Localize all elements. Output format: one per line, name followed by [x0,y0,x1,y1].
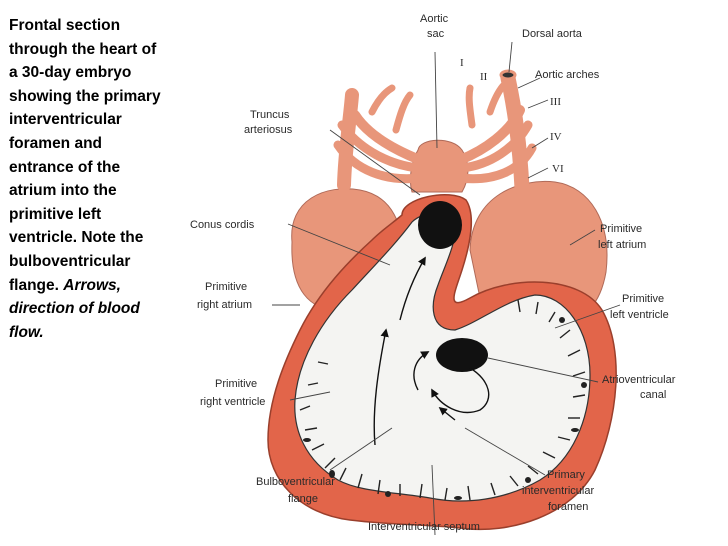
trabeculations [299,299,586,501]
label-prim-right-atrium-line1: Primitive [205,281,247,293]
label-conus-cordis: Conus cordis [190,219,255,231]
truncus-lumen-opening [418,201,462,249]
label-prim-right-ventricle-line2: right ventricle [200,396,265,408]
label-prim-iv-foramen-line2: interventricular [522,485,594,497]
trabeculation-fragments [303,317,587,500]
label-arch-ii: II [480,71,488,83]
label-prim-right-ventricle-line1: Primitive [215,378,257,390]
right-aortic-arches [455,70,537,196]
label-aortic-sac-line2: sac [427,28,445,40]
label-aortic-arches: Aortic arches [535,69,600,81]
label-prim-right-atrium-line2: right atrium [197,299,252,311]
label-prim-left-atrium-line2: left atrium [598,239,646,251]
label-iv-septum: Interventricular septum [368,521,480,533]
label-dorsal-aorta: Dorsal aorta [522,28,583,40]
caption-text: Frontal section through the heart of a 3… [9,17,161,294]
heart-diagram: Aortic sac Dorsal aorta Aortic arches I … [175,0,728,546]
label-av-canal-line2: canal [640,389,666,401]
label-prim-left-ventricle-line1: Primitive [622,293,664,305]
heart-section-svg: Aortic sac Dorsal aorta Aortic arches I … [190,13,676,536]
label-av-canal-line1: Atrioventricular [602,374,676,386]
dorsal-aorta-opening [499,69,517,81]
label-bulbo-flange-line1: Bulboventricular [256,476,335,488]
label-truncus-line2: arteriosus [244,124,293,136]
label-bulbo-flange-line2: flange [288,493,318,505]
caption-italic-text: Arrows, direction of blood flow. [9,276,140,341]
label-arch-vi: VI [552,163,564,175]
label-aortic-sac-line1: Aortic [420,13,449,25]
label-prim-left-atrium-line1: Primitive [600,223,642,235]
left-aortic-arches [333,84,425,192]
label-prim-iv-foramen-line3: foramen [548,501,588,513]
label-arch-iii: III [550,96,561,108]
label-truncus-line1: Truncus [250,109,290,121]
label-prim-left-ventricle-line2: left ventricle [610,309,669,321]
leader-lines [272,41,621,536]
blood-flow-arrows [373,256,490,446]
atrioventricular-canal-opening [436,338,488,372]
label-prim-iv-foramen-line1: Primary [547,469,585,481]
label-arch-i: I [460,57,464,69]
label-arch-iv: IV [550,131,562,143]
figure-caption: Frontal section through the heart of a 3… [9,14,169,344]
